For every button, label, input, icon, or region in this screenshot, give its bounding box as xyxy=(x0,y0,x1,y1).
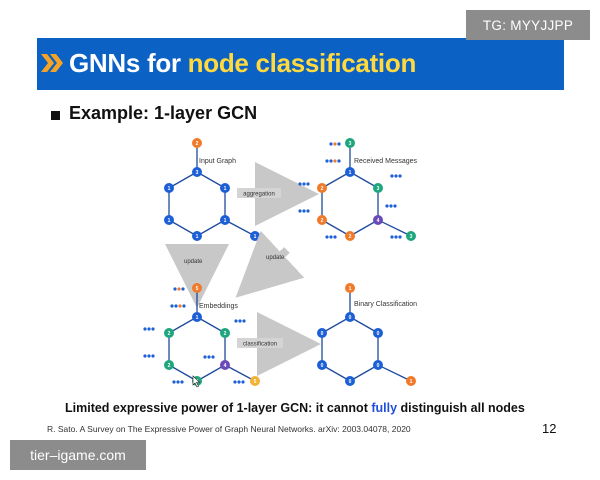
classification-label: classification xyxy=(243,342,277,348)
page-number: 12 xyxy=(542,421,557,436)
svg-text:1: 1 xyxy=(168,186,171,192)
svg-text:1: 1 xyxy=(349,170,352,176)
svg-text:3: 3 xyxy=(377,186,380,192)
conclusion-text: Limited expressive power of 1-layer GCN:… xyxy=(65,401,525,415)
embeddings-label: Embeddings xyxy=(199,303,238,310)
svg-text:2: 2 xyxy=(168,331,171,337)
binary-classification-panel: 1 0 0 0 0 0 0 1 Binary Classification xyxy=(317,283,417,386)
received-messages-panel: 3 1 3 4 2 2 2 3 Received Messages xyxy=(298,138,418,241)
svg-text:1: 1 xyxy=(224,186,227,192)
slide-heading: Example: 1-layer GCN xyxy=(69,103,258,123)
svg-text:1: 1 xyxy=(224,218,227,224)
svg-text:2: 2 xyxy=(168,363,171,369)
svg-text:2: 2 xyxy=(349,234,352,240)
slide-title: GNNs for node classification xyxy=(69,48,417,78)
svg-text:2: 2 xyxy=(321,186,324,192)
input-graph-label: Input Graph xyxy=(199,158,236,165)
svg-text:1: 1 xyxy=(410,379,413,385)
svg-text:3: 3 xyxy=(196,170,199,176)
update-arrow-down: update xyxy=(165,244,229,308)
svg-text:1: 1 xyxy=(349,286,352,292)
svg-text:2: 2 xyxy=(196,141,199,147)
embeddings-panel: 5 1 2 4 2 2 2 5 Embeddings xyxy=(143,283,260,388)
svg-text:2: 2 xyxy=(321,218,324,224)
slide-title-bar: GNNs for node classification xyxy=(37,38,564,90)
svg-text:0: 0 xyxy=(349,379,352,385)
svg-text:3: 3 xyxy=(410,234,413,240)
aggregation-label: aggregation xyxy=(243,192,275,198)
double-chevron-icon xyxy=(41,54,63,72)
update-label-diagonal: update xyxy=(266,255,285,261)
input-graph-panel: 2 3 1 1 1 1 1 1 Input Graph xyxy=(164,138,260,241)
svg-text:3: 3 xyxy=(349,141,352,147)
svg-text:1: 1 xyxy=(168,218,171,224)
aggregation-arrow: aggregation xyxy=(237,162,319,226)
svg-text:4: 4 xyxy=(224,363,227,369)
update-label-left: update xyxy=(184,259,203,265)
svg-text:2: 2 xyxy=(224,331,227,337)
update-arrow-diagonal: update xyxy=(235,230,305,298)
svg-text:1: 1 xyxy=(254,234,257,240)
svg-text:1: 1 xyxy=(196,234,199,240)
svg-text:4: 4 xyxy=(377,218,380,224)
slide: GNNs for node classification Example: 1-… xyxy=(37,38,564,442)
emphasis-word: fully xyxy=(371,401,398,415)
classification-arrow: classification xyxy=(237,312,321,376)
gcn-diagram: 2 3 1 1 1 1 1 1 Input Graph aggregation xyxy=(143,138,418,388)
svg-text:0: 0 xyxy=(377,363,380,369)
bullet-square-icon xyxy=(51,111,60,120)
binary-classification-label: Binary Classification xyxy=(354,301,417,308)
svg-text:1: 1 xyxy=(196,315,199,321)
svg-text:0: 0 xyxy=(321,363,324,369)
watermark-site: tier–igame.com xyxy=(10,440,146,470)
slide-title-highlight: node classification xyxy=(187,48,417,78)
svg-text:5: 5 xyxy=(254,379,257,385)
svg-text:5: 5 xyxy=(196,286,199,292)
watermark-tg: TG: MYYJJPP xyxy=(466,10,590,40)
received-messages-label: Received Messages xyxy=(354,158,418,165)
citation: R. Sato. A Survey on The Expressive Powe… xyxy=(47,424,411,434)
svg-text:0: 0 xyxy=(321,331,324,337)
svg-text:0: 0 xyxy=(349,315,352,321)
svg-text:0: 0 xyxy=(377,331,380,337)
